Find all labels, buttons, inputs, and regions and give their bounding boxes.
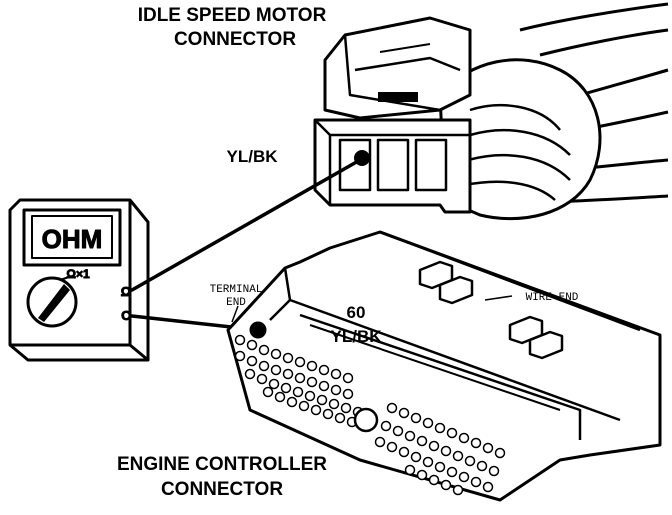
meter-selector-pointer <box>38 284 70 322</box>
pin-number-label: 60 <box>347 303 366 322</box>
idle-wire-color-label: YL/BK <box>227 147 279 166</box>
engine-controller-connector <box>226 230 662 502</box>
meter-jack-upper: Ω <box>121 284 131 299</box>
wire-end-label: WIRE END <box>526 292 579 304</box>
leader-lines <box>231 295 513 323</box>
engine-controller-title-line1: ENGINE CONTROLLER <box>117 454 327 475</box>
meter-range-label: Ω×1 <box>66 267 90 281</box>
meter-jack-lower: C <box>121 308 131 323</box>
meter-display-text: OHM <box>42 224 103 254</box>
idle-motor-title-line1: IDLE SPEED MOTOR <box>138 5 327 26</box>
idle-cavity-2 <box>376 138 410 192</box>
idle-connector-latch <box>323 16 472 120</box>
idle-motor-title-line2: CONNECTOR <box>174 29 296 50</box>
idle-cavity-3 <box>414 138 448 192</box>
ecm-center-key <box>353 407 379 433</box>
terminal-end-label-line2: END <box>226 297 246 309</box>
engine-controller-title-line2: CONNECTOR <box>161 479 283 500</box>
ecm-pin-60-probe <box>249 321 267 339</box>
terminal-end-label-line1: TERMINAL <box>210 284 263 296</box>
ecm-locking-tabs <box>418 260 564 360</box>
idle-connector-boot <box>438 58 602 221</box>
ecm-connector-body <box>226 230 662 502</box>
meter-display-window <box>31 215 113 259</box>
test-lead-upper <box>130 158 362 292</box>
ohmmeter: OHM Ω×1 Ω C <box>8 198 150 362</box>
ecm-wire-color-label: YL/BK <box>331 327 383 346</box>
idle-speed-motor-connector <box>313 2 669 221</box>
ecm-pin-rows-right <box>374 402 506 496</box>
